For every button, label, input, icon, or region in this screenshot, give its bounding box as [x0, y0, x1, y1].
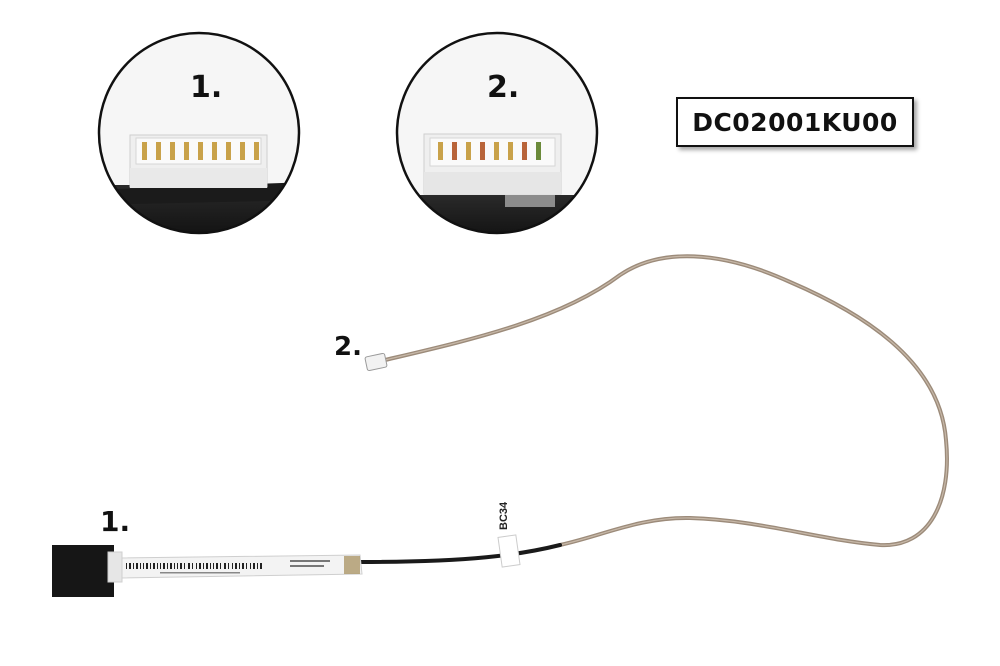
connector-2 [364, 352, 388, 372]
cable-end-1-label: 1. [100, 505, 131, 538]
magnifier-2-label: 2. [487, 70, 520, 105]
cable-tag-text: BC34 [498, 501, 510, 530]
cable-end-2-label: 2. [334, 332, 362, 362]
magnifier-1-label: 1. [190, 70, 223, 105]
connector-1-pins [142, 142, 259, 160]
connector-1 [52, 545, 123, 597]
barcode-strip [117, 554, 363, 579]
cable-tag [497, 534, 521, 568]
connector-2-pins [438, 142, 541, 160]
part-number-box: DC02001KU00 [676, 97, 914, 147]
cable-wire [358, 254, 949, 564]
connector-2-magnifier [395, 31, 599, 235]
connector-1-magnifier [97, 31, 301, 235]
part-number-text: DC02001KU00 [692, 107, 898, 137]
